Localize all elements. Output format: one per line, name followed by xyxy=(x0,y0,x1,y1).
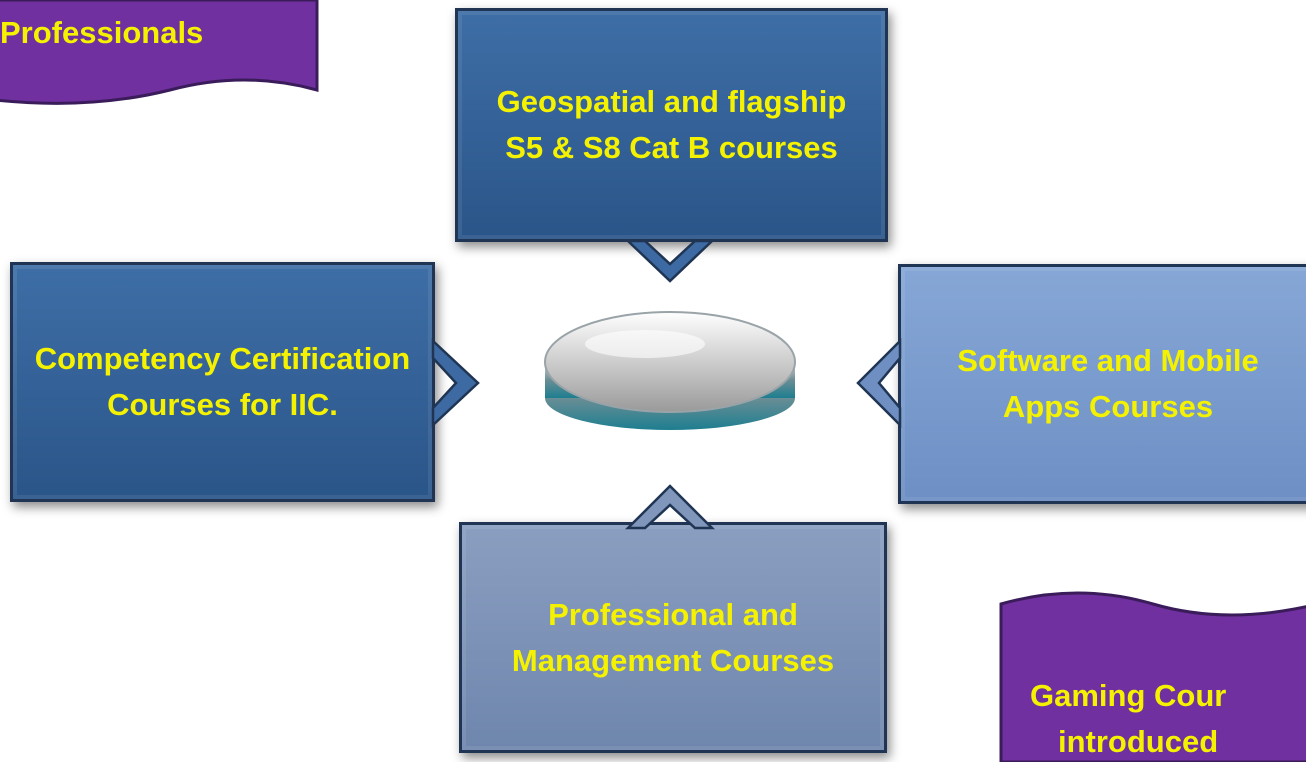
box-competency-courses-label: Competency Certification Courses for IIC… xyxy=(34,341,411,422)
box-professional-courses-label: Professional and Management Courses xyxy=(511,596,835,678)
chevron-up-icon xyxy=(625,484,715,530)
chevron-left-icon xyxy=(856,338,902,428)
chevron-right-icon xyxy=(431,338,480,428)
box-professional-courses: Professional and Management Courses xyxy=(459,522,887,753)
box-geospatial-courses-label: Geospatial and flagship S5 & S8 Cat B co… xyxy=(496,84,847,165)
banner-gaming-text-line1: Gaming Cour xyxy=(1030,678,1227,713)
box-geospatial-courses: Geospatial and flagship S5 & S8 Cat B co… xyxy=(455,8,888,242)
center-disc-icon xyxy=(544,311,796,430)
chevron-down-icon xyxy=(625,239,715,283)
banner-professionals-text: Professionals xyxy=(0,15,204,50)
box-software-courses-label: Software and Mobile Apps Courses xyxy=(957,343,1259,424)
banner-gaming xyxy=(999,591,1306,762)
banner-gaming-text-line2: introduced xyxy=(1058,724,1219,759)
box-competency-courses: Competency Certification Courses for IIC… xyxy=(10,262,435,502)
banner-professionals xyxy=(0,0,319,105)
box-software-courses: Software and Mobile Apps Courses xyxy=(898,264,1306,504)
